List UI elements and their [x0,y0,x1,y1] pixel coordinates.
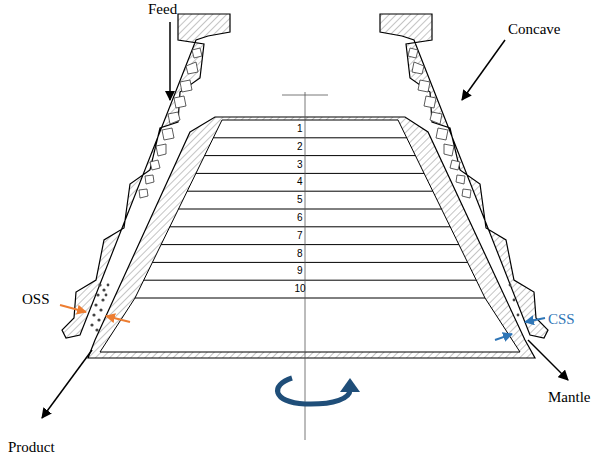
band-number: 1 [297,124,303,134]
band-number: 2 [297,142,303,152]
concave-leader [462,40,505,100]
band-line [152,262,467,263]
part-label: Product [8,440,55,455]
rotation-arrow [277,378,350,404]
mantle-leader [528,340,568,380]
dimension-label: OSS [22,292,50,307]
band-line [144,280,477,281]
band-number: 3 [297,160,303,170]
axis-line [305,92,306,440]
band-number: 7 [297,231,303,241]
band-line [161,244,459,245]
band-number: 5 [297,195,303,205]
band-number: 4 [297,177,303,187]
product-leader [42,350,92,418]
band-number: 6 [297,213,303,223]
css-arrow [495,334,512,340]
part-label: Mantle [548,390,591,405]
feed-leader [169,22,171,100]
band-number: 9 [297,266,303,276]
band-line [205,155,416,156]
band-line [196,173,424,174]
rotation-arrow-head [340,378,360,392]
mantle [88,117,535,358]
part-label: Feed [148,2,177,17]
dimension-label: CSS [548,312,575,327]
oss-arrow [60,305,86,312]
band-line [213,137,406,138]
band-lines [135,138,485,298]
part-label: Concave [508,22,560,37]
band-line [187,191,433,192]
band-line [170,226,450,227]
band-line [179,209,442,210]
band-line [135,298,485,299]
band-number: 8 [297,249,303,259]
band-number: 10 [295,284,306,294]
oss-arrow [106,316,130,322]
axis-tick [282,95,328,96]
mantle-interior [100,120,520,352]
css-arrow [525,318,545,322]
